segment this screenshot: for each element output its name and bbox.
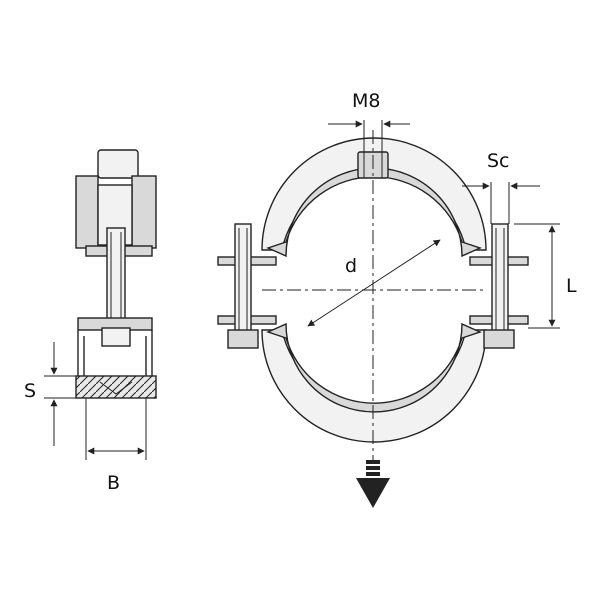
lower-clamp-band — [261, 329, 487, 443]
side-bracket-right — [131, 175, 157, 249]
d-label: d — [345, 255, 357, 277]
d-dimension-line — [307, 239, 441, 327]
side-rubber-liner — [75, 375, 157, 399]
side-band-lower — [77, 330, 153, 378]
m8-label: M8 — [352, 90, 380, 112]
front-view: d M8 Sc L — [217, 90, 577, 508]
load-direction-arrow-icon — [356, 460, 390, 508]
left-nut — [227, 329, 259, 349]
lower-rubber-liner — [266, 322, 482, 413]
upper-rubber-liner — [266, 167, 482, 258]
side-nut — [101, 327, 131, 347]
sc-label: Sc — [487, 150, 510, 172]
side-socket-top — [97, 149, 139, 179]
b-label: B — [107, 472, 120, 494]
right-bolt — [491, 223, 509, 335]
left-bolt — [234, 223, 252, 335]
l-label: L — [566, 275, 577, 297]
s-label: S — [24, 380, 36, 402]
right-nut — [483, 329, 515, 349]
side-view: B S — [24, 149, 157, 494]
side-bracket-left — [75, 175, 99, 249]
